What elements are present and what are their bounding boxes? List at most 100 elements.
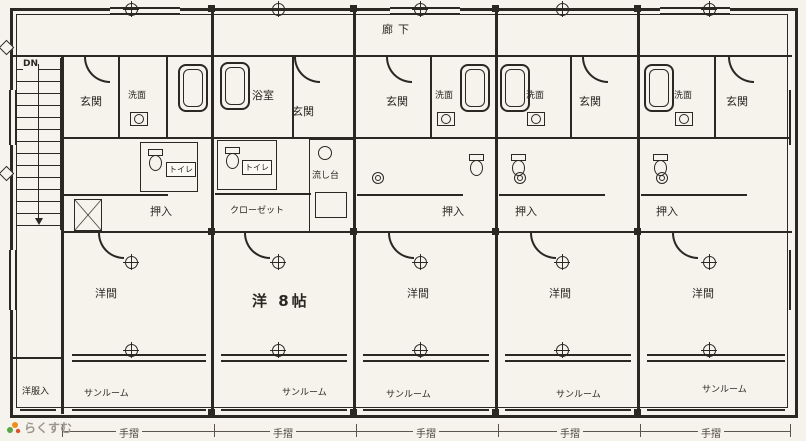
window: [9, 90, 17, 145]
stair-arrow-head: [35, 218, 43, 225]
dimension-tick: [356, 424, 357, 437]
unit4-main-room-label: 洋間: [549, 287, 571, 300]
window: [20, 409, 56, 417]
pillar-post: [350, 228, 357, 235]
corridor-wall: [10, 55, 792, 57]
storage-x-box: [74, 199, 102, 231]
ceiling-light-icon: [412, 254, 428, 270]
window: [789, 250, 797, 310]
pillar-post: [634, 228, 641, 235]
unit-divider-wall: [353, 8, 356, 414]
unit1-main-room-label: 洋間: [95, 287, 117, 300]
unit2-closet-label: クローゼット: [230, 206, 285, 216]
toilet-wall: [215, 193, 311, 195]
unit5-main-room-label: 洋間: [692, 287, 714, 300]
gas-cock-icon: [514, 172, 526, 184]
bathtub-icon: [460, 64, 490, 112]
unit5-washroom-label: 洗面: [674, 91, 693, 101]
window: [660, 7, 730, 15]
unit4-sunroom-label: サンルーム: [556, 390, 601, 400]
unit3-sunroom-label: サンルーム: [386, 390, 431, 400]
unit1-sunroom-label: サンルーム: [84, 389, 129, 399]
stair-arrow: [38, 64, 39, 220]
bathtub-icon: [644, 64, 674, 112]
rakusumu-logo-icon: [7, 422, 21, 434]
pillar-post: [350, 5, 357, 12]
ceiling-light-icon: [701, 1, 717, 17]
pillar-post: [634, 409, 641, 416]
handrail-label: 手摺: [413, 425, 439, 440]
washbasin-icon: [130, 112, 148, 126]
unit1-toilet-label: トイレ: [166, 162, 196, 177]
pillar-post: [350, 409, 357, 416]
closet-zone-wall: [62, 231, 792, 233]
unit4-washroom-label: 洗面: [526, 91, 545, 101]
unit5-entry-label: 玄関: [726, 95, 748, 108]
staircase: [17, 58, 62, 230]
unit2-entry-label: 玄関: [292, 105, 314, 118]
toilet-icon: [148, 149, 163, 171]
unit-divider-wall: [495, 8, 498, 414]
toilet-room: [140, 142, 198, 192]
unit4-entry-label: 玄関: [579, 95, 601, 108]
unit2-main-room-label: 洋 8帖: [252, 292, 310, 310]
unit5-closet-label: 押入: [656, 205, 678, 218]
ceiling-light-icon: [554, 254, 570, 270]
ceiling-light-icon: [270, 1, 286, 17]
window: [363, 354, 489, 362]
unit1-washroom-label: 洗面: [128, 91, 147, 101]
watermark-text: らくすむ: [24, 421, 73, 435]
window: [505, 354, 631, 362]
dimension-tick: [214, 424, 215, 437]
window: [9, 250, 17, 310]
window: [221, 409, 347, 417]
ceiling-light-icon: [554, 1, 570, 17]
unit-divider-wall: [211, 8, 214, 414]
kitchen-counter: [309, 139, 354, 233]
gas-cock-icon: [656, 172, 668, 184]
gas-cock-icon: [372, 172, 384, 184]
entry-zone-wall: [62, 137, 792, 139]
unit2-bathroom-label: 浴室: [252, 89, 274, 102]
stairs-dn-label: DN: [23, 59, 39, 70]
pillar-post: [634, 5, 641, 12]
ceiling-light-icon: [123, 342, 139, 358]
pillar-post: [492, 228, 499, 235]
window: [110, 7, 180, 15]
toilet-wall: [641, 194, 747, 196]
dimension-tick: [790, 424, 791, 437]
partition-wall: [430, 56, 432, 138]
pillar-post: [492, 5, 499, 12]
bathtub-icon: [500, 64, 530, 112]
handrail-label: 手摺: [270, 425, 296, 440]
window: [221, 354, 347, 362]
washbasin-icon: [527, 112, 545, 126]
window: [647, 409, 785, 417]
unit2-sunroom-label: サンルーム: [282, 388, 327, 398]
handrail-label: 手摺: [698, 425, 724, 440]
window: [505, 409, 631, 417]
partition-wall: [570, 56, 572, 138]
unit1-closet-label: 押入: [150, 205, 172, 218]
toilet-wall: [499, 194, 605, 196]
partition-wall: [118, 56, 120, 138]
ceiling-light-icon: [412, 342, 428, 358]
unit3-entry-label: 玄関: [386, 95, 408, 108]
toilet-wall: [357, 194, 463, 196]
partition-wall: [166, 56, 168, 138]
dimension-tick: [498, 424, 499, 437]
unit5-sunroom-label: サンルーム: [702, 385, 747, 395]
pillar-post: [208, 5, 215, 12]
window: [363, 409, 489, 417]
ceiling-light-icon: [554, 342, 570, 358]
watermark: らくすむ: [6, 419, 72, 436]
unit2-kitchen-label: 流し台: [312, 171, 340, 182]
toilet-icon: [469, 154, 484, 176]
ceiling-light-icon: [123, 254, 139, 270]
unit2-toilet-label: トイレ: [242, 160, 272, 175]
stove-icon: [318, 146, 332, 160]
unit4-closet-label: 押入: [515, 205, 537, 218]
ceiling-light-icon: [270, 342, 286, 358]
storage-wall: [10, 357, 62, 359]
